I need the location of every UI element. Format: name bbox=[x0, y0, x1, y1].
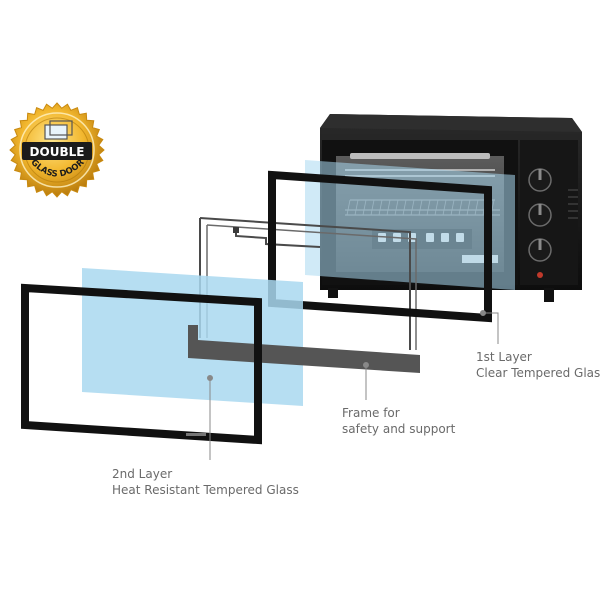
badge-line1: DOUBLE bbox=[30, 145, 85, 159]
first-layer-description: Clear Tempered Glass bbox=[476, 366, 600, 380]
control-knobs bbox=[528, 168, 552, 278]
vent-slots bbox=[568, 189, 578, 219]
first-layer-leader bbox=[483, 312, 499, 344]
frame-description: safety and support bbox=[342, 422, 456, 436]
first-layer-title: 1st Layer bbox=[476, 350, 532, 364]
first-layer-callout: 1st Layer Clear Tempered Glass bbox=[476, 349, 600, 381]
double-glass-door-badge: DOUBLE GLASS DOOR bbox=[9, 102, 105, 198]
oven-door-handle bbox=[350, 153, 490, 159]
first-layer-glass bbox=[305, 160, 515, 290]
power-light bbox=[537, 272, 543, 278]
front-frame-tab bbox=[186, 433, 206, 436]
oven-foot-left bbox=[328, 288, 338, 298]
callout-leaders bbox=[207, 310, 499, 460]
second-layer-title: 2nd Layer bbox=[112, 467, 173, 481]
oven-foot-right bbox=[544, 288, 554, 302]
glass-door-icon bbox=[44, 120, 73, 140]
first-layer-black-frame bbox=[268, 170, 492, 323]
oven-top bbox=[320, 114, 582, 132]
second-layer-callout: 2nd Layer Heat Resistant Tempered Glass bbox=[112, 466, 299, 498]
second-layer-description: Heat Resistant Tempered Glass bbox=[112, 483, 299, 497]
support-frame-bar bbox=[188, 325, 420, 373]
front-black-frame bbox=[21, 283, 262, 445]
badge-ribbon bbox=[22, 142, 92, 160]
frame-title: Frame for bbox=[342, 406, 400, 420]
frame-callout: Frame for safety and support bbox=[342, 405, 455, 437]
